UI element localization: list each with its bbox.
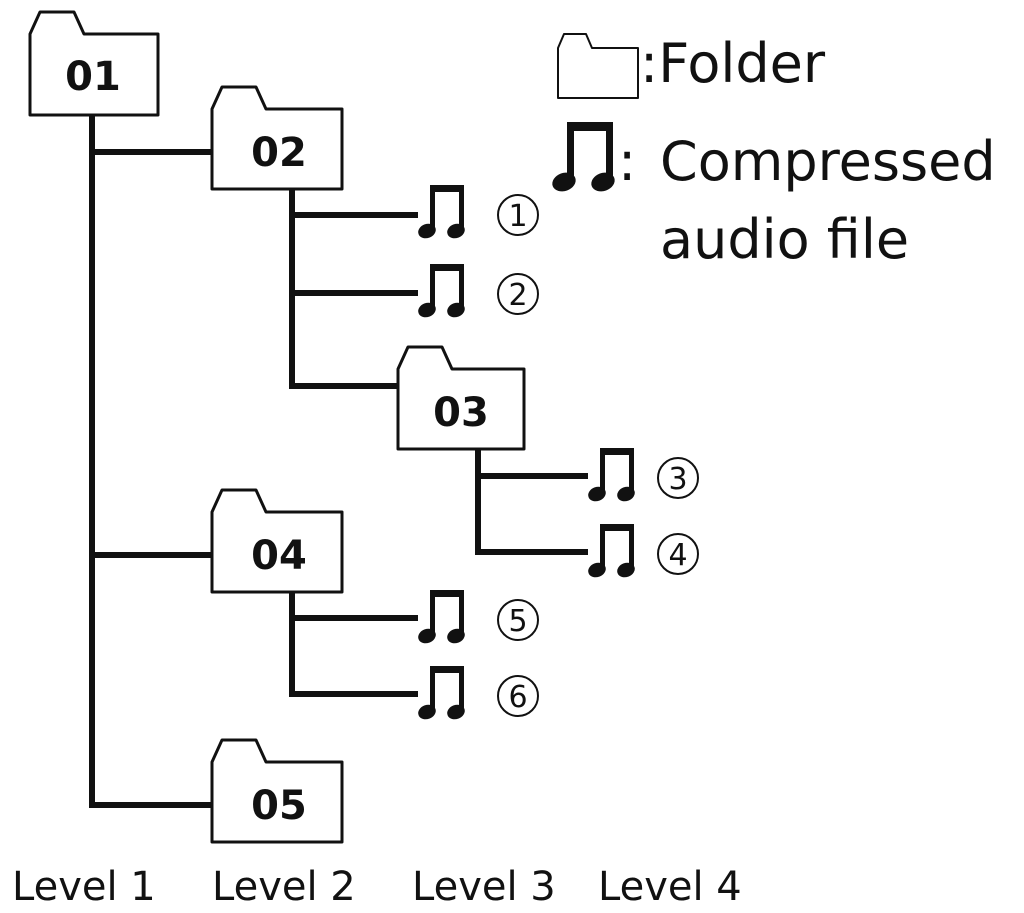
file-number-badge	[497, 599, 539, 641]
music-note-icon	[588, 524, 635, 578]
tree-connectors	[89, 115, 588, 808]
file-number-badge	[657, 457, 699, 499]
folder-label: 02	[251, 130, 307, 176]
audio-file-5[interactable]: 5	[416, 590, 539, 646]
legend-audio-label-line1: Compressed	[660, 130, 996, 193]
folder-icon	[210, 85, 344, 191]
music-note-icon	[588, 448, 635, 502]
folder-03[interactable]: 03	[396, 345, 526, 451]
audio-file-6[interactable]: 6	[416, 666, 539, 722]
file-number: 5	[508, 604, 527, 639]
music-note-icon	[418, 185, 465, 239]
file-number-badge	[657, 533, 699, 575]
audio-file-1[interactable]: 1	[416, 185, 539, 241]
folder-label: 04	[251, 533, 307, 579]
legend-folder	[557, 33, 639, 99]
level-label: Level 1	[12, 864, 156, 910]
folder-05[interactable]: 05	[210, 738, 344, 844]
music-note-icon	[418, 590, 465, 644]
file-number: 4	[668, 538, 687, 573]
legend-audio-label-line2: audio file	[660, 208, 909, 271]
file-number: 6	[508, 680, 527, 715]
file-number-badge	[497, 675, 539, 717]
folder-icon	[210, 738, 344, 844]
level-label: Level 3	[412, 864, 556, 910]
folder-icon	[28, 10, 160, 117]
file-number: 3	[668, 462, 687, 497]
audio-file-2[interactable]: 2	[416, 264, 539, 320]
audio-file-4[interactable]: 4	[586, 524, 699, 580]
music-note-icon	[552, 122, 615, 192]
folder-label: 03	[433, 390, 489, 436]
legend: :Folder : Compressed audio file	[552, 32, 996, 271]
folder-01[interactable]: 01	[28, 10, 160, 117]
folder-02[interactable]: 02	[210, 85, 344, 191]
folder-icon	[210, 488, 344, 594]
folder-label: 01	[65, 54, 121, 100]
file-number: 1	[508, 199, 527, 234]
folder-04[interactable]: 04	[210, 488, 344, 594]
legend-folder-label: :Folder	[640, 32, 826, 95]
folder-label: 05	[251, 783, 307, 829]
music-note-icon	[418, 264, 465, 318]
level-label: Level 4	[598, 864, 742, 910]
file-number: 2	[508, 278, 527, 313]
folder-icon	[557, 33, 639, 99]
music-note-icon	[418, 666, 465, 720]
file-number-badge	[497, 273, 539, 315]
legend-audio-colon: :	[618, 130, 636, 193]
folder-icon	[396, 345, 526, 451]
audio-file-3[interactable]: 3	[586, 448, 699, 504]
level-label: Level 2	[212, 864, 356, 910]
file-number-badge	[497, 194, 539, 236]
level-axis: Level 1 Level 2 Level 3 Level 4	[12, 864, 742, 910]
